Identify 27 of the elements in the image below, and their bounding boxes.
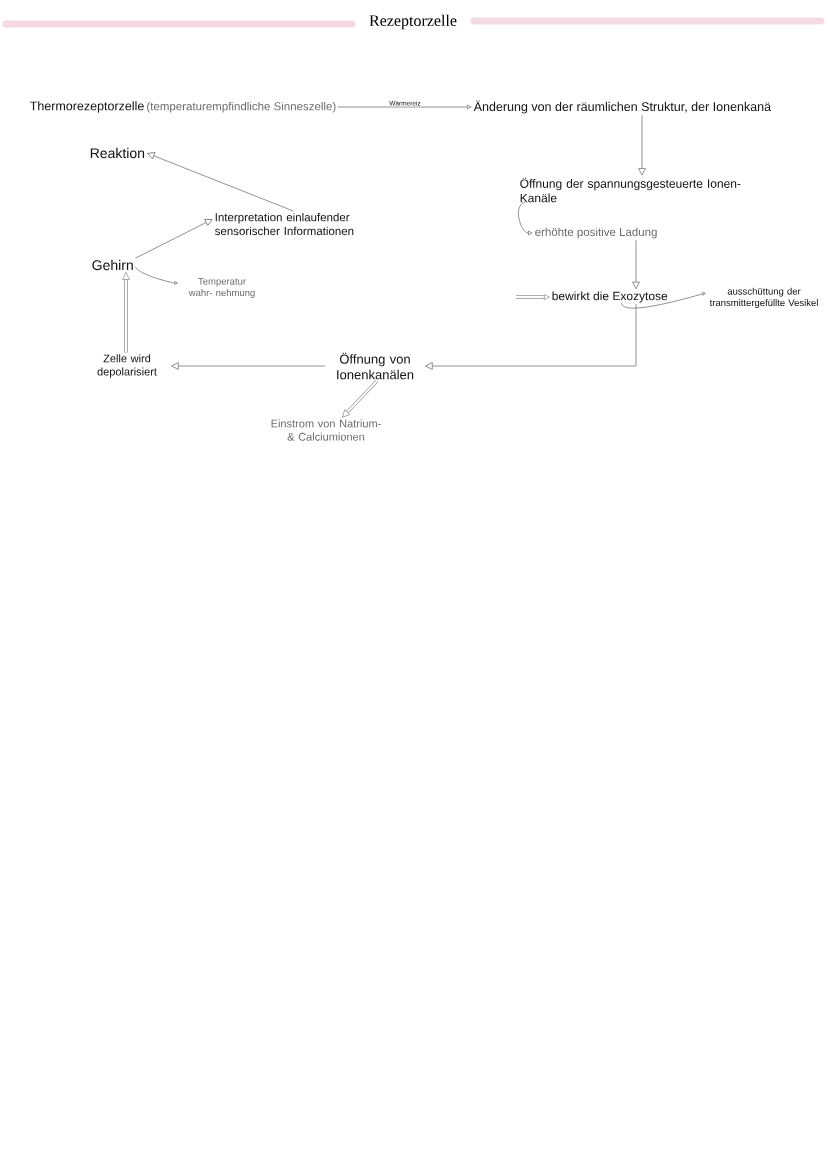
double-arrow <box>515 294 550 300</box>
step-text: bewirkt die Exozytose <box>552 291 668 303</box>
curved-arrow <box>518 201 533 236</box>
note-text: Temperatur wahr- nehmung <box>188 278 255 298</box>
arrow <box>337 104 472 110</box>
double-arrow <box>342 379 379 418</box>
curved-arrow <box>621 292 706 309</box>
arrow <box>171 362 326 370</box>
title: Rezeptorzelle <box>369 14 457 30</box>
note-text: erhöhte positive Ladung <box>535 227 657 239</box>
arrow <box>638 114 646 176</box>
double-arrow <box>122 272 130 354</box>
step-text: Thermorezeptorzelle (temperaturempfindliche Sinneszelle) <box>30 101 336 113</box>
curved-arrow <box>135 266 178 285</box>
step-text: Öffnung der spannungsgesteuerte Ionen- Kanäle <box>520 177 741 203</box>
note-text: Einstrom von Natrium- & Calciumionen <box>271 419 381 441</box>
step-text: Öffnung von Ionenkanälen <box>337 352 414 380</box>
step-text: Gehirn <box>92 259 133 271</box>
arrow <box>147 152 295 212</box>
step-text: Interpretation einlaufender sensorischer Informationen <box>215 212 354 236</box>
step-text: ausschüttung der transmittergefüllte Vesikel <box>709 287 818 308</box>
arrow <box>135 218 213 259</box>
arrow <box>632 239 640 290</box>
step-text: Zelle wird depolarisiert <box>97 354 157 378</box>
arrow <box>425 303 637 370</box>
step-text: Änderung von der räumlichen Struktur, der Ionenkanä <box>473 100 772 114</box>
step-text: Reaktion <box>90 147 145 159</box>
